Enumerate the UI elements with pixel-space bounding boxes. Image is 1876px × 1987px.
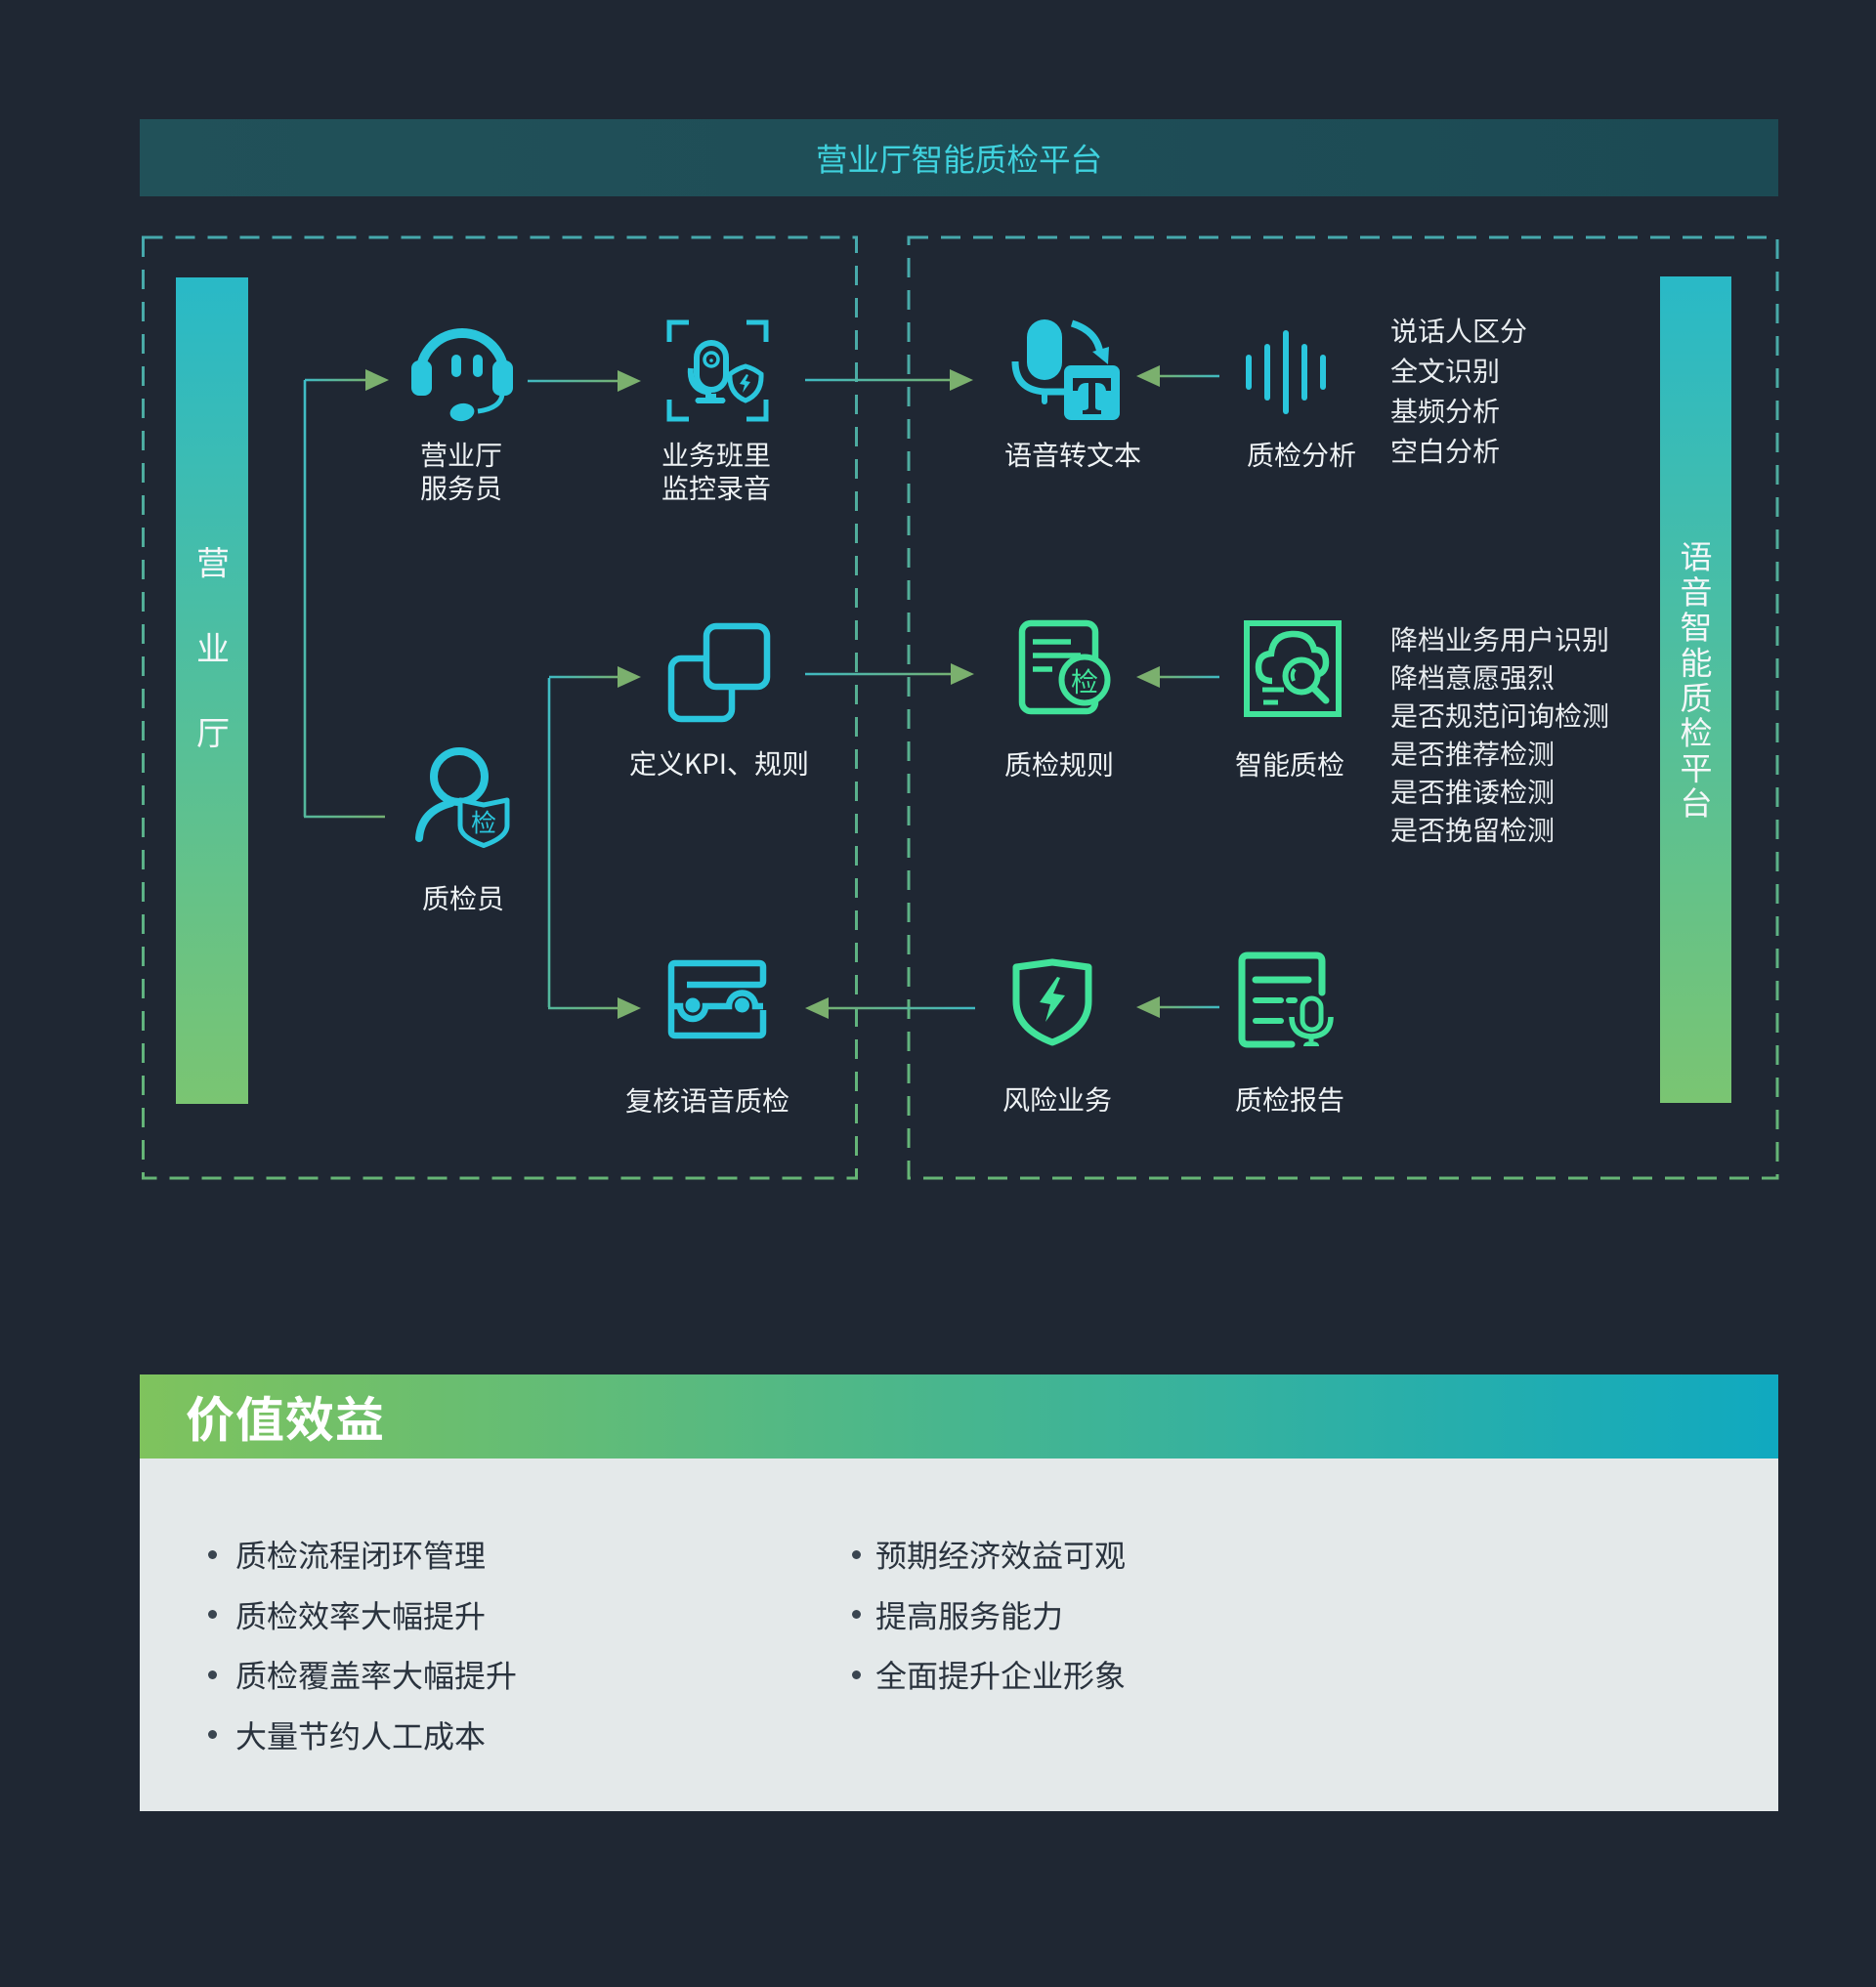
qc-rules-icon: 检 (1018, 619, 1111, 715)
platform-panel-border (907, 235, 1779, 1180)
benefit-item-text: 预期经济效益可观 (875, 1532, 1127, 1577)
agent-label-line2: 服务员 (419, 468, 503, 507)
benefits-header: 价值效益 (140, 1374, 1778, 1459)
benefit-item: 预期经济效益可观 (852, 1532, 1127, 1577)
review-label: 复核语音质检 (624, 1080, 790, 1120)
smart-qc-icon (1244, 620, 1342, 717)
waveform-icon (1246, 330, 1326, 414)
analysis-list-item: 说话人区分 (1390, 311, 1528, 350)
connector-kpi-to-rules (805, 663, 974, 685)
top-banner-title: 营业厅智能质检平台 (815, 135, 1103, 181)
hall-side-label: 营业厅 (189, 545, 237, 800)
detection-list-item: 是否推诿检测 (1390, 772, 1556, 811)
connector-report-to-risk (1136, 996, 1219, 1018)
monitor-recording-icon (666, 319, 769, 422)
report-icon (1238, 951, 1334, 1048)
detection-list-item: 是否规范问询检测 (1390, 696, 1610, 735)
connector-inspector-split (547, 666, 641, 1019)
headset-agent-icon (411, 328, 513, 422)
platform-side-bar (1660, 276, 1731, 1103)
connector-analysis-to-stt (1136, 365, 1219, 387)
bullet-dot (852, 1610, 861, 1619)
risk-icon (1012, 958, 1092, 1046)
recording-label-line1: 业务班里 (661, 435, 772, 474)
benefit-item: 质检效率大幅提升 (208, 1591, 487, 1637)
detection-list-item: 是否推荐检测 (1390, 734, 1556, 773)
define-kpi-icon (667, 622, 771, 723)
benefit-item-text: 提高服务能力 (875, 1591, 1064, 1637)
benefit-item: 大量节约人工成本 (208, 1712, 487, 1757)
bullet-dot (208, 1610, 217, 1619)
benefits-title: 价值效益 (186, 1381, 385, 1452)
report-label: 质检报告 (1234, 1079, 1345, 1119)
qc-analysis-label: 质检分析 (1246, 435, 1357, 474)
detection-list-item: 降档意愿强烈 (1390, 657, 1556, 697)
connector-hall-to-agent (303, 369, 389, 819)
benefit-item: 质检流程闭环管理 (208, 1532, 487, 1577)
bullet-dot (852, 1670, 861, 1679)
benefit-item: 质检覆盖率大幅提升 (208, 1652, 518, 1697)
benefit-item-text: 质检流程闭环管理 (235, 1532, 487, 1577)
benefit-item: 提高服务能力 (852, 1591, 1064, 1637)
benefits-panel (140, 1459, 1778, 1811)
connector-agent-to-recording (528, 370, 641, 392)
qc-rules-badge-char: 检 (1071, 661, 1098, 700)
benefit-item-text: 全面提升企业形象 (875, 1652, 1127, 1697)
qc-rules-label: 质检规则 (1003, 744, 1115, 783)
connector-smartqc-to-rules (1136, 666, 1219, 688)
bullet-dot (852, 1549, 861, 1559)
benefit-item-text: 大量节约人工成本 (235, 1712, 487, 1757)
bullet-dot (208, 1549, 217, 1559)
analysis-list-item: 全文识别 (1390, 351, 1501, 390)
inspector-icon: 检 (415, 747, 510, 848)
platform-side-label: 语音智能质检平台 (1673, 540, 1720, 822)
benefit-item: 全面提升企业形象 (852, 1652, 1127, 1697)
benefit-item-text: 质检覆盖率大幅提升 (235, 1652, 518, 1697)
top-banner: 营业厅智能质检平台 (140, 119, 1778, 196)
connector-recording-to-stt (805, 369, 973, 391)
connector-risk-to-review (805, 997, 975, 1019)
analysis-list-item: 基频分析 (1390, 391, 1501, 430)
smart-qc-label: 智能质检 (1234, 744, 1345, 783)
speech-to-text-label: 语音转文本 (1003, 435, 1142, 474)
agent-label-line1: 营业厅 (419, 435, 503, 474)
speech-to-text-icon (1011, 319, 1120, 420)
review-icon (667, 959, 767, 1039)
define-kpi-label: 定义KPI、规则 (628, 743, 810, 782)
inspector-label: 质检员 (421, 878, 505, 917)
detection-list-item: 降档业务用户识别 (1390, 619, 1610, 658)
recording-label-line2: 监控录音 (661, 468, 772, 507)
risk-label: 风险业务 (1002, 1079, 1113, 1119)
bullet-dot (208, 1730, 217, 1739)
analysis-list-item: 空白分析 (1390, 431, 1501, 470)
hall-side-bar (176, 277, 248, 1104)
bullet-dot (208, 1670, 217, 1679)
detection-list-item: 是否挽留检测 (1390, 810, 1556, 849)
inspector-badge-char: 检 (471, 804, 496, 840)
hall-panel-border (142, 235, 858, 1180)
benefit-item-text: 质检效率大幅提升 (235, 1591, 487, 1637)
